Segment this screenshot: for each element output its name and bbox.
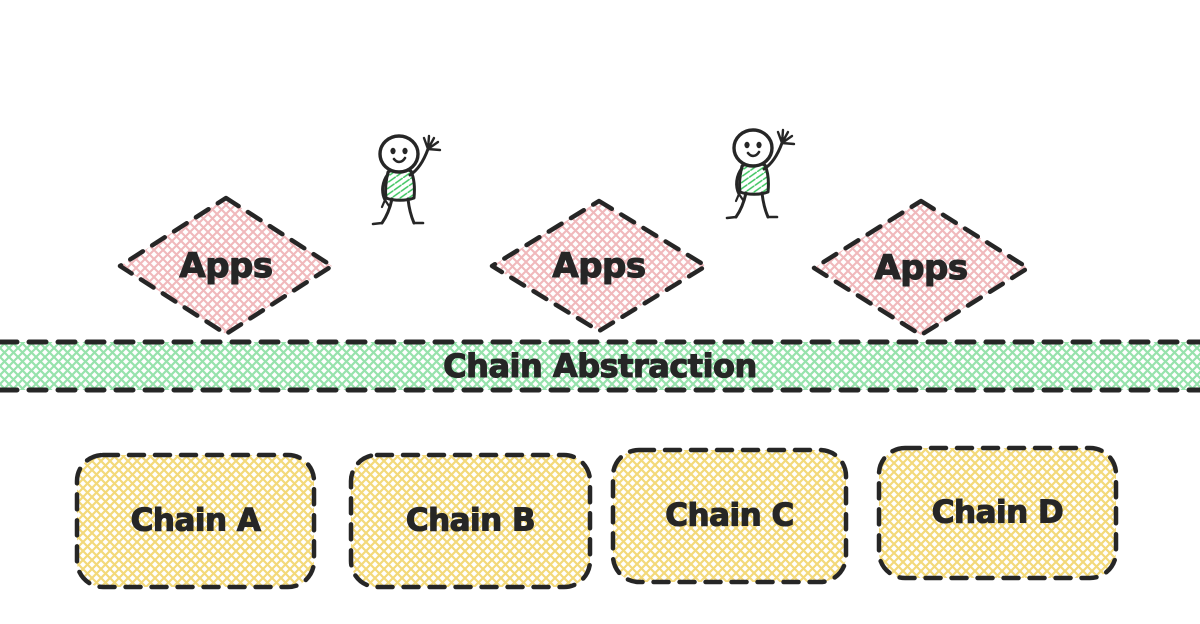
smile: [392, 156, 407, 164]
hand: [380, 198, 391, 209]
band-fill: [0, 342, 1200, 390]
chain-node-c[interactable]: [610, 447, 849, 585]
apps-node[interactable]: [117, 195, 335, 337]
chain-node-d[interactable]: [876, 445, 1119, 581]
eye: [402, 147, 408, 155]
raised-arm: [408, 147, 430, 177]
hand: [734, 192, 745, 203]
head: [732, 128, 774, 168]
chain-node-b[interactable]: [348, 452, 593, 590]
eye: [390, 147, 396, 155]
chain-label: Chain B: [405, 502, 536, 539]
chain-label: Chain D: [931, 494, 1064, 531]
apps-label: Apps: [552, 246, 647, 286]
foot: [725, 215, 738, 220]
apps-diamond-shape: [811, 198, 1031, 338]
apps-node[interactable]: [489, 198, 709, 334]
chain-box-shape: [74, 452, 317, 590]
lowered-arm: [735, 166, 744, 196]
chain-label: Chain A: [130, 502, 261, 539]
waving-person-right: [716, 122, 800, 222]
leg: [760, 191, 770, 219]
chain-abstraction-band[interactable]: [0, 339, 1200, 393]
foot: [371, 221, 384, 226]
apps-diamond-shape: [117, 195, 335, 337]
eye: [756, 141, 762, 149]
eye: [744, 141, 750, 149]
chain-node-a[interactable]: [74, 452, 317, 590]
smile: [746, 150, 761, 158]
waving-hand: [422, 134, 442, 152]
chain-box-shape: [610, 447, 849, 585]
waving-hand: [776, 128, 796, 146]
apps-label: Apps: [874, 248, 969, 288]
leg: [380, 197, 394, 225]
leg: [406, 197, 416, 225]
apps-label: Apps: [179, 246, 274, 286]
apps-node[interactable]: [811, 198, 1031, 338]
chain-box-shape: [876, 445, 1119, 581]
apps-diamond-shape: [489, 198, 709, 334]
head: [378, 134, 420, 174]
chain-abstraction-label: Chain Abstraction: [443, 347, 758, 385]
lowered-arm: [381, 172, 390, 202]
chain-label: Chain C: [665, 497, 795, 534]
waving-person-left: [362, 128, 446, 228]
leg: [734, 191, 748, 219]
chain-box-shape: [348, 452, 593, 590]
raised-arm: [762, 141, 784, 171]
